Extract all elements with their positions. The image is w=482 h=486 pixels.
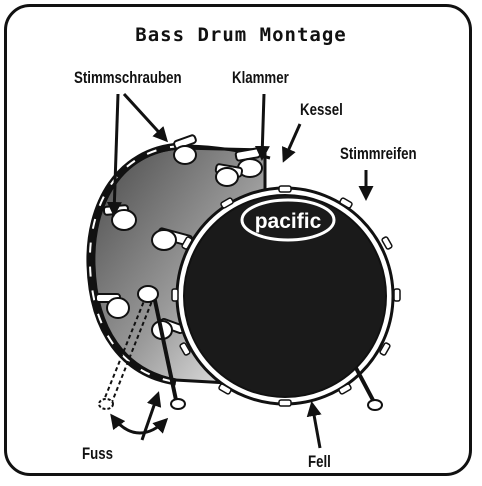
arrow-fuss-swing: [112, 416, 166, 433]
label-klammer: Klammer: [232, 68, 289, 88]
svg-text:pacific: pacific: [255, 210, 322, 233]
label-stimmschrauben: Stimmschrauben: [74, 68, 182, 88]
arrow-stimmschrauben-1: [124, 94, 166, 140]
leg-right: [356, 368, 382, 410]
pacific-logo: pacific: [242, 200, 334, 240]
label-fell: Fell: [308, 452, 331, 472]
arrow-kessel: [284, 124, 300, 160]
arrow-klammer: [262, 94, 264, 158]
label-kessel: Kessel: [300, 100, 343, 120]
label-fuss: Fuss: [82, 444, 113, 464]
label-stimmreifen: Stimmreifen: [340, 144, 417, 164]
arrow-fell: [312, 404, 320, 448]
